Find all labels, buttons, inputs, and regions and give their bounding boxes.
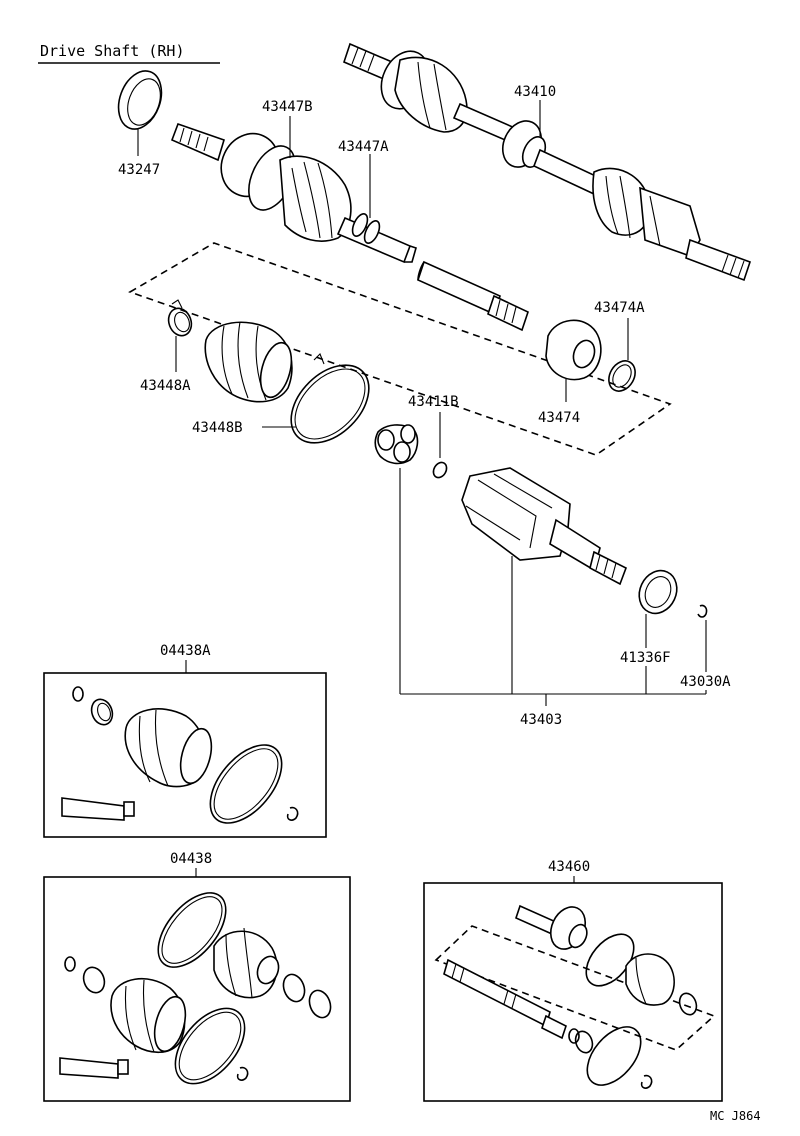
shaft-assembly-upper-left[interactable]: [170, 116, 529, 332]
label-04438: 04438: [170, 851, 212, 867]
tripod-joint[interactable]: [374, 424, 419, 465]
label-43474A: 43474A: [594, 300, 645, 316]
label-43460: 43460: [548, 859, 590, 875]
bracket-43403: [399, 468, 707, 706]
kit-box-43460: [423, 882, 723, 1102]
kit-box-04438: [43, 876, 351, 1102]
figure-code: MC J864: [710, 1109, 761, 1123]
part-43411B-snap-ring[interactable]: [431, 412, 449, 480]
label-43447B: 43447B: [262, 99, 313, 115]
label-43030A: 43030A: [680, 674, 731, 690]
part-41336F-ring[interactable]: [632, 564, 683, 648]
kit-box-04438A: [43, 672, 327, 838]
boot-kit-boundary: [128, 242, 672, 456]
kit-04438A-contents[interactable]: [61, 686, 299, 836]
label-43448A: 43448A: [140, 378, 191, 394]
joint-housing[interactable]: [461, 467, 628, 586]
shaft-assembly-43410[interactable]: [343, 42, 752, 282]
kit-04438-contents[interactable]: [59, 881, 334, 1097]
part-43448B-clamp[interactable]: [262, 350, 384, 457]
part-43474-damper[interactable]: [545, 319, 602, 402]
label-43247: 43247: [118, 162, 160, 178]
label-43411B: 43411B: [408, 394, 459, 410]
kit-43460-contents[interactable]: [443, 901, 699, 1095]
label-43448B: 43448B: [192, 420, 243, 436]
part-43247-ring[interactable]: [111, 65, 169, 156]
kit-43460-inner-boundary: [434, 925, 716, 1051]
label-43410: 43410: [514, 84, 556, 100]
part-43030A-clip[interactable]: [697, 604, 708, 672]
part-43448A-clamp[interactable]: [165, 299, 195, 372]
label-41336F: 41336F: [620, 650, 671, 666]
inner-boot[interactable]: [204, 321, 297, 403]
label-43474: 43474: [538, 410, 580, 426]
part-43474A-clamp[interactable]: [604, 318, 641, 396]
label-04438A: 04438A: [160, 643, 211, 659]
label-43403: 43403: [520, 712, 562, 728]
diagram-title: Drive Shaft (RH): [40, 42, 185, 60]
label-43447A: 43447A: [338, 139, 389, 155]
